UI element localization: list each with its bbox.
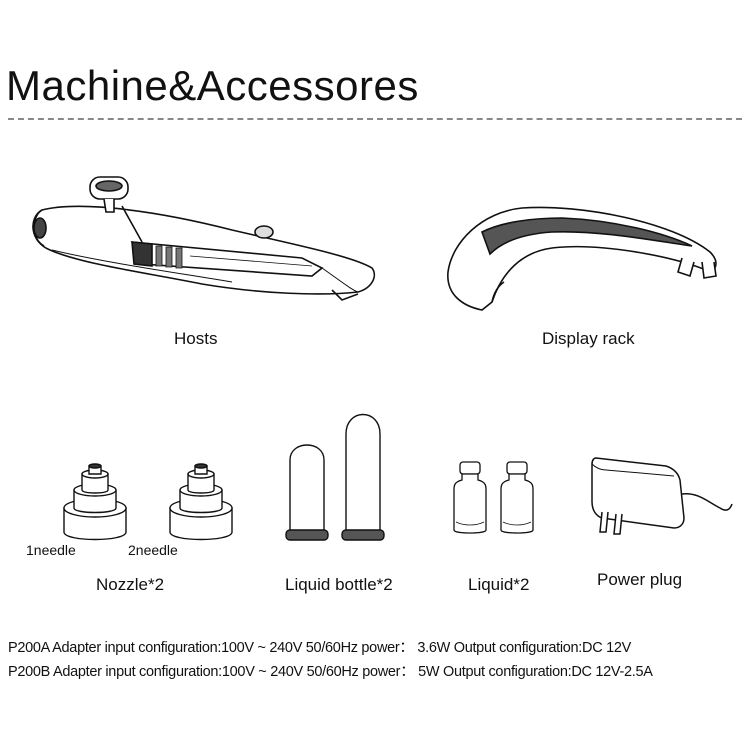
- dashed-divider: [8, 118, 742, 120]
- caption-2needle: 2needle: [128, 542, 178, 558]
- liquid-bottle-short-illustration: [284, 442, 330, 546]
- caption-display-rack: Display rack: [542, 329, 635, 348]
- liquid-vial-1-illustration: [450, 460, 490, 536]
- host-device-illustration: [22, 172, 382, 312]
- power-plug-illustration: [588, 452, 734, 538]
- nozzle-2needle-illustration: [168, 462, 234, 544]
- page-title: Machine&Accessores: [6, 62, 419, 109]
- caption-1needle: 1needle: [26, 542, 76, 558]
- spec-line-p200b: P200B Adapter input configuration:100V ~…: [8, 664, 653, 680]
- display-rack-illustration: [442, 202, 726, 314]
- caption-liquid-bottle: Liquid bottle*2: [285, 575, 393, 594]
- caption-liquid: Liquid*2: [468, 575, 530, 594]
- nozzle-1needle-illustration: [62, 462, 128, 544]
- caption-power-plug: Power plug: [597, 570, 683, 589]
- caption-hosts: Hosts: [174, 329, 218, 348]
- caption-nozzle: Nozzle*2: [96, 575, 165, 594]
- liquid-vial-2-illustration: [497, 460, 537, 536]
- liquid-bottle-tall-illustration: [340, 412, 386, 546]
- spec-line-p200a: P200A Adapter input configuration:100V ~…: [8, 640, 632, 656]
